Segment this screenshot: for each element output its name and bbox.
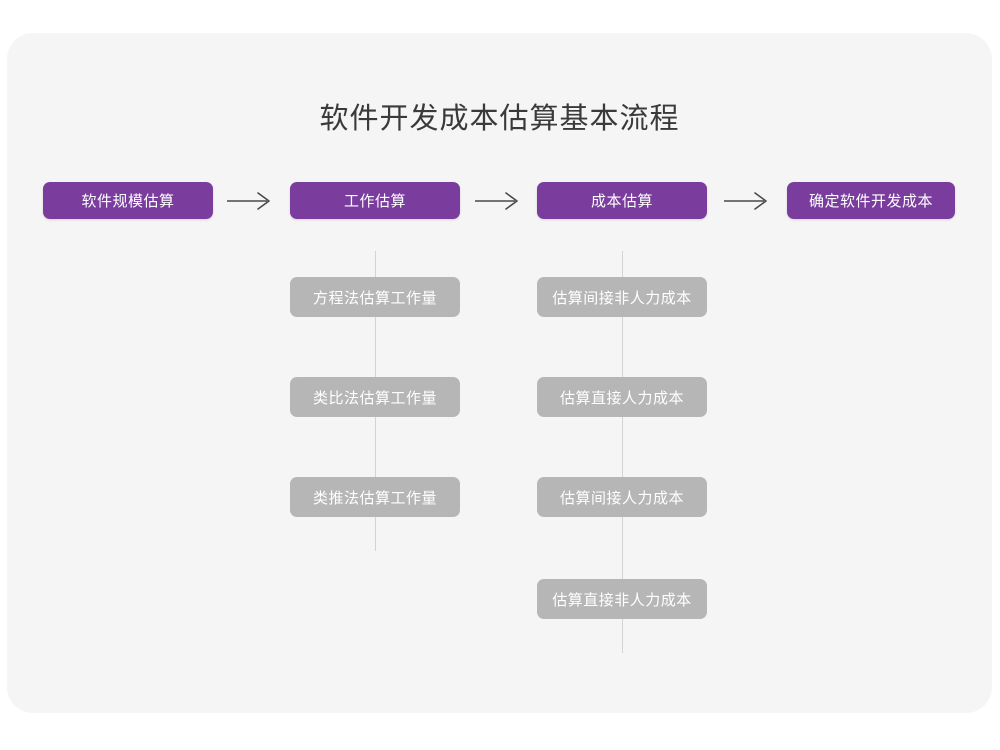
- stage-node-label: 确定软件开发成本: [808, 193, 933, 210]
- stage-node-software-scale-estimation[interactable]: 软件规模估算: [43, 182, 213, 219]
- stage-node-determine-development-cost[interactable]: 确定软件开发成本: [787, 182, 955, 219]
- substep-node-label: 估算间接非人力成本: [552, 289, 692, 307]
- arrow-right-icon-1: [225, 190, 275, 212]
- arrow-right-icon-2: [473, 190, 523, 212]
- substep-node-inference-method-effort[interactable]: 类推法估算工作量: [290, 477, 460, 517]
- diagram-canvas: 软件开发成本估算基本流程 软件规模估算 工作估算 成本估算 确定软件开发成本: [7, 33, 992, 713]
- connector-line-stage3: [622, 251, 623, 653]
- stage-node-cost-estimation[interactable]: 成本估算: [537, 182, 707, 219]
- substep-node-label: 方程法估算工作量: [312, 289, 437, 307]
- substep-node-label: 估算间接人力成本: [559, 489, 684, 507]
- substep-node-label: 类比法估算工作量: [312, 389, 437, 407]
- stage-node-label: 软件规模估算: [81, 193, 175, 210]
- stage-node-label: 成本估算: [590, 193, 653, 210]
- substep-node-direct-nonlabor-cost[interactable]: 估算直接非人力成本: [537, 579, 707, 619]
- substep-node-equation-method-effort[interactable]: 方程法估算工作量: [290, 277, 460, 317]
- substep-node-direct-labor-cost[interactable]: 估算直接人力成本: [537, 377, 707, 417]
- substep-node-analogy-method-effort[interactable]: 类比法估算工作量: [290, 377, 460, 417]
- substep-node-indirect-nonlabor-cost[interactable]: 估算间接非人力成本: [537, 277, 707, 317]
- stage-node-effort-estimation[interactable]: 工作估算: [290, 182, 460, 219]
- substep-node-label: 类推法估算工作量: [312, 489, 437, 507]
- substep-node-label: 估算直接人力成本: [559, 389, 684, 407]
- substep-node-label: 估算直接非人力成本: [552, 591, 692, 609]
- stage-node-label: 工作估算: [343, 193, 406, 210]
- substep-node-indirect-labor-cost[interactable]: 估算间接人力成本: [537, 477, 707, 517]
- page-title: 软件开发成本估算基本流程: [319, 103, 680, 135]
- arrow-right-icon-3: [722, 190, 772, 212]
